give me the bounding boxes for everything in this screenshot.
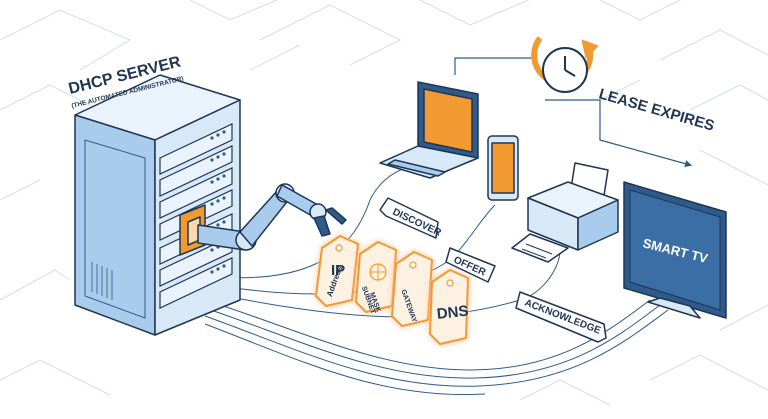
robotic-arm	[179, 183, 347, 256]
tag-ip-line1: IP	[331, 262, 345, 279]
printer	[511, 162, 619, 263]
tag-gateway	[391, 251, 433, 327]
clock-icon	[531, 36, 599, 93]
smart-tv	[623, 181, 727, 319]
discover-arrow	[379, 197, 439, 239]
offer-arrow	[445, 247, 496, 283]
acknowledge-arrow	[515, 291, 607, 343]
acknowledge-label: ACKNOWLEDGE	[523, 298, 602, 337]
tag-ip	[315, 235, 359, 307]
server-leds	[210, 130, 226, 274]
lease-path	[454, 57, 693, 168]
lease-expires-label: LEASE EXPIRES	[597, 86, 716, 135]
smartphone	[487, 135, 519, 201]
background-grid	[0, 0, 768, 406]
tag-dns-line1: DNS	[436, 303, 469, 323]
laptop	[379, 81, 479, 179]
tag-dns	[429, 269, 469, 345]
